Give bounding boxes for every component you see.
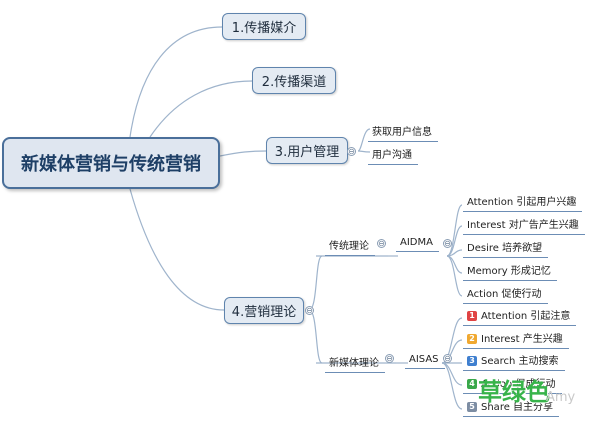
aidma-item[interactable]: Interest 对广告产生兴趣 [463,216,585,235]
leaf-label: Attention 引起注意 [481,311,571,322]
leaf-underline [463,370,565,371]
branch-channels[interactable]: 2.传播渠道 [252,67,336,94]
new-media-theory-node[interactable]: 新媒体理论 [325,354,385,373]
leaf-label: Interest 产生兴趣 [481,334,563,345]
aisas-item[interactable]: 2 Interest 产生兴趣 [463,330,569,349]
leaf-label: Search 主动搜索 [481,356,559,367]
leaf-underline [368,141,438,142]
leaf-underline [368,164,418,165]
leaf-label: Action 促成行动 [481,379,556,390]
leaf-underline [463,348,569,349]
leaf-label: Share 自主分享 [481,402,554,413]
leaf-label: 获取用户信息 [372,127,432,138]
leaf-label: AIDMA [400,237,433,248]
leaf-underline [325,255,375,256]
leaf-label: Attention 引起用户兴趣 [467,197,577,208]
collapse-toggle-icon[interactable]: ⊖ [443,239,452,248]
number-badge-icon: 2 [467,334,477,344]
aidma-model-node[interactable]: AIDMA [396,237,439,252]
aidma-item[interactable]: Memory 形成记忆 [463,262,557,281]
leaf-underline [463,416,560,417]
aidma-item[interactable]: Action 促使行动 [463,285,548,304]
leaf-underline [463,211,583,212]
aisas-item[interactable]: 5 Share 自主分享 [463,398,560,417]
collapse-toggle-icon[interactable]: ⊖ [305,306,314,315]
number-badge-icon: 4 [467,379,477,389]
aisas-model-node[interactable]: AISAS [405,354,445,369]
aisas-item[interactable]: 1 Attention 引起注意 [463,307,577,326]
leaf-label: Memory 形成记忆 [467,266,551,277]
leaf-underline [325,372,385,373]
aidma-item[interactable]: Attention 引起用户兴趣 [463,193,583,212]
leaf-underline [405,368,445,369]
leaf-underline [463,303,548,304]
leaf-underline [463,393,562,394]
leaf-underline [396,251,439,252]
leaf-underline [463,257,549,258]
number-badge-icon: 3 [467,356,477,366]
aisas-item[interactable]: 3 Search 主动搜索 [463,352,565,371]
collapse-toggle-icon[interactable]: ⊖ [443,354,452,363]
leaf-underline [463,280,557,281]
watermark-author: Amy [546,390,576,405]
leaf-label: 用户沟通 [372,150,412,161]
branch-marketing-theory[interactable]: 4.营销理论 [224,297,304,324]
leaf-label: Desire 培养欲望 [467,243,543,254]
user-mgmt-item[interactable]: 获取用户信息 [368,123,438,142]
collapse-toggle-icon[interactable]: ⊖ [377,239,386,248]
branch-user-management[interactable]: 3.用户管理 [266,137,348,164]
root-topic[interactable]: 新媒体营销与传统营销 [2,137,220,189]
number-badge-icon: 5 [467,402,477,412]
number-badge-icon: 1 [467,311,477,321]
traditional-theory-node[interactable]: 传统理论 [325,237,375,256]
leaf-label: 新媒体理论 [329,358,379,369]
collapse-toggle-icon[interactable]: ⊖ [385,354,394,363]
user-mgmt-item[interactable]: 用户沟通 [368,146,418,165]
watermark-text: 草绿色 [478,378,550,406]
collapse-toggle-icon[interactable]: ⊖ [347,147,356,156]
leaf-label: 传统理论 [329,241,369,252]
leaf-label: AISAS [409,354,439,365]
aidma-item[interactable]: Desire 培养欲望 [463,239,549,258]
branch-media[interactable]: 1.传播媒介 [222,13,306,40]
leaf-underline [463,234,585,235]
leaf-label: Interest 对广告产生兴趣 [467,220,579,231]
aisas-item[interactable]: 4 Action 促成行动 [463,375,562,394]
leaf-label: Action 促使行动 [467,289,542,300]
leaf-underline [463,325,577,326]
